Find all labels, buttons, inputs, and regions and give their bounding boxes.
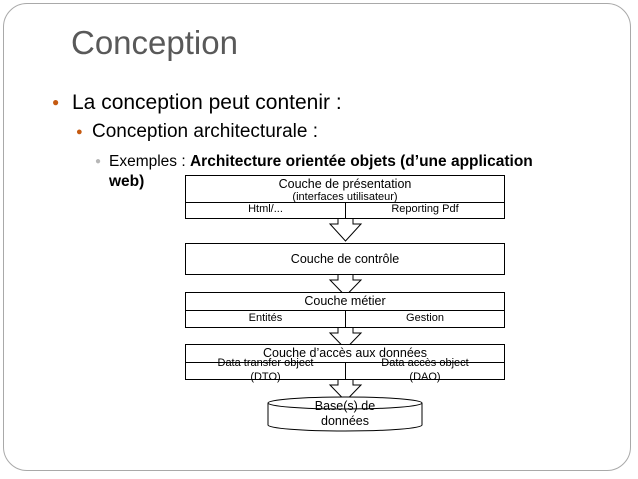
layer-presentation: Couche de présentation (interfaces utili… (185, 175, 505, 219)
layer-presentation-left: Html/... (186, 203, 345, 215)
layer-acces-right-line2: (DAO) (409, 371, 441, 383)
layer-controle-title: Couche de contrôle (290, 252, 400, 266)
layer-acces: Couche d’accès aux données Data transfer… (185, 344, 505, 383)
layer-acces-left-line2: (DTO) (250, 371, 281, 383)
bullet-1-text: La conception peut contenir : (72, 91, 342, 114)
bullet-marker-icon: ● (76, 126, 83, 138)
bullet-2-text: Conception architecturale : (92, 121, 319, 142)
layer-acces-left-line1: Data transfer object (217, 357, 314, 369)
layer-presentation-subtitle: (interfaces utilisateur) (292, 191, 398, 203)
bullet-3-bold: Architecture orientée objets (d’une appl… (189, 153, 533, 170)
bullet-marker-icon: ● (52, 95, 60, 109)
layer-metier-right: Gestion (406, 312, 444, 324)
bullet-3-prefix: Exemples : (109, 153, 190, 170)
layer-acces-title: Couche d’accès aux données (262, 346, 427, 360)
bullet-level-3: ● Exemples : Architecture orientée objets… (95, 151, 533, 173)
layer-metier-left: Entités (248, 312, 283, 324)
layer-controle: Couche de contrôle (185, 243, 505, 275)
layer-metier: Couche métier Entités Gestion (185, 292, 505, 328)
bullet-level-2: ● Conception architecturale : (76, 121, 318, 143)
layer-presentation-right: Reporting Pdf (346, 203, 504, 215)
layer-metier-title: Couche métier (304, 294, 386, 308)
bullet-level-1: ● La conception peut contenir : (52, 91, 342, 115)
slide-title: Conception (71, 24, 238, 61)
layer-presentation-title: Couche de présentation (278, 177, 412, 191)
bullet-3-continuation: web) (109, 173, 145, 190)
layer-acces-right-line1: Data accès object (381, 357, 469, 369)
slide-frame (3, 3, 631, 471)
database-line1: Base(s) de (314, 399, 376, 413)
bullet-marker-icon: ● (95, 156, 102, 167)
database-line2: données (321, 414, 369, 428)
